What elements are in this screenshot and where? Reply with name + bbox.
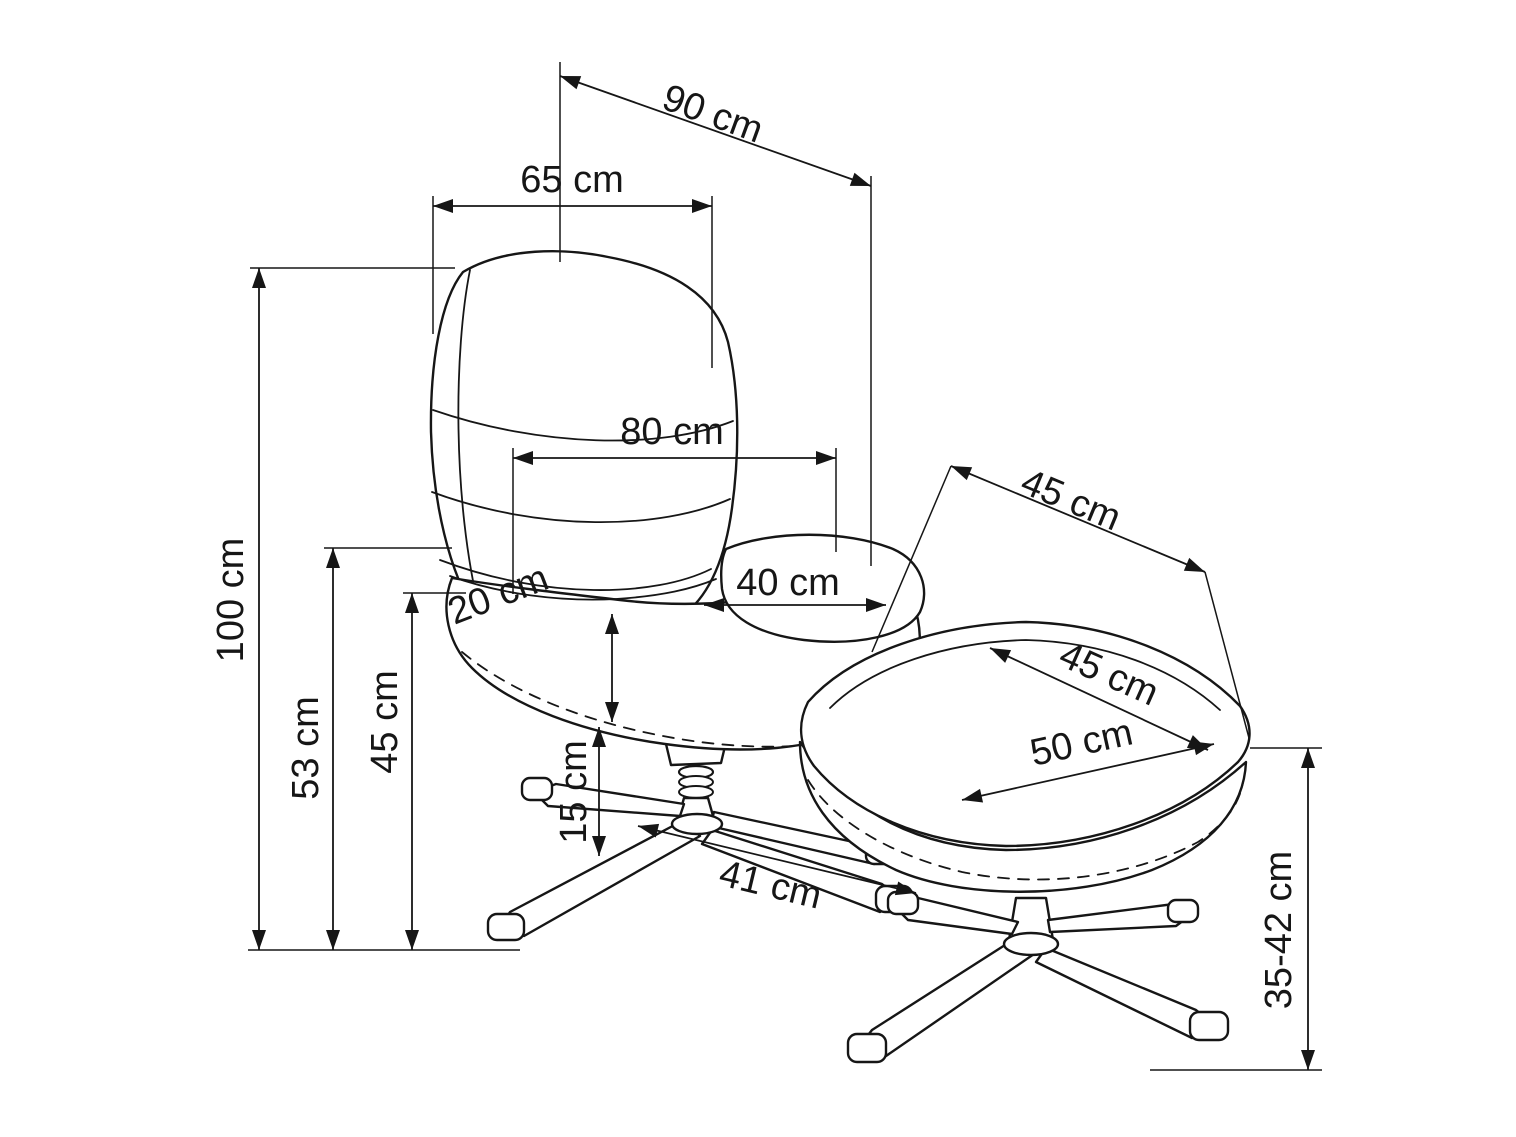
- base-hub: [670, 812, 724, 836]
- backrest-seam-line: [432, 409, 734, 442]
- backrest-side-panel-line: [457, 269, 481, 614]
- base-foot: [520, 776, 554, 802]
- dim-label-seat-height: 45 cm: [364, 670, 406, 773]
- footstool-drawing: [798, 620, 1251, 1064]
- dim-armrest-height: 53 cm: [285, 547, 452, 950]
- backrest-seam-line: [431, 491, 731, 524]
- base-foot: [846, 1032, 888, 1064]
- dim-label-footstool-height: 35-42 cm: [1258, 851, 1300, 1009]
- dim-column-height: 15 cm: [553, 727, 606, 856]
- base-foot: [1166, 898, 1200, 924]
- dim-footstool-height: 35-42 cm: [1150, 747, 1322, 1071]
- dim-seat-width: 40 cm: [704, 562, 886, 612]
- backrest-seam-line: [439, 559, 712, 591]
- dim-backrest-width: 65 cm: [432, 159, 713, 368]
- dim-label-column-height: 15 cm: [553, 740, 595, 843]
- dim-label-backrest-width: 65 cm: [520, 159, 623, 201]
- chair-armrest: [720, 533, 926, 643]
- spring-coil: [678, 785, 714, 799]
- dim-label-chair-depth: 90 cm: [657, 77, 769, 152]
- base-foot: [1188, 1010, 1230, 1042]
- base-foot: [486, 912, 526, 942]
- skirt-seam-dashed: [807, 779, 1244, 881]
- dim-label-seat-width: 40 cm: [736, 562, 839, 604]
- dim-label-armrest-height: 53 cm: [285, 696, 327, 799]
- dim-total-height: 100 cm: [210, 267, 520, 951]
- footstool-star-base: [846, 890, 1230, 1064]
- base-hub: [1002, 931, 1060, 957]
- base-foot: [886, 890, 920, 916]
- seat-cushion-line: [449, 575, 717, 601]
- chair-backrest: [429, 249, 739, 632]
- dim-label-seat-total-width: 80 cm: [620, 411, 723, 453]
- dim-label-total-height: 100 cm: [210, 538, 252, 663]
- dim-label-footstool-depth: 45 cm: [1015, 461, 1127, 539]
- dim-seat-height: 45 cm: [364, 592, 466, 950]
- dim-seat-total-width: 80 cm: [512, 411, 837, 594]
